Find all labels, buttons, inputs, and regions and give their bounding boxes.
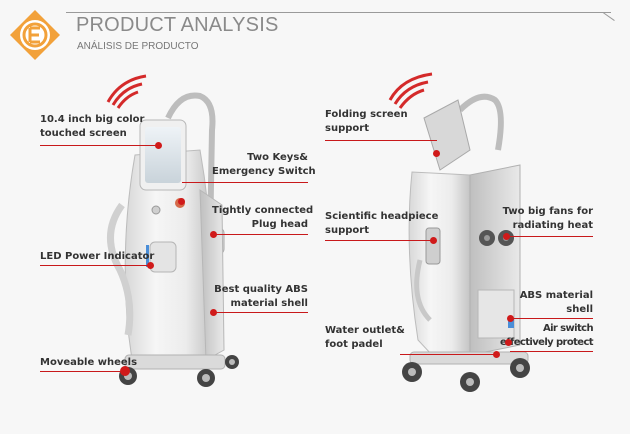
leader-line-abs-material [512,318,593,319]
marker-dot-two-fans [503,233,510,240]
marker-dot-air-switch [505,339,512,346]
label-two-keys-line2: Emergency Switch [212,166,316,177]
label-water-outlet: Water outlet& foot padel [325,324,405,352]
marker-dot-touch-screen [155,142,162,149]
label-water-outlet-line2: foot padel [325,339,383,350]
label-abs-shell: Best quality ABS material shell [212,283,308,311]
label-touch-screen-line2: touched screen [40,128,127,139]
marker-dot-wheels [120,366,130,376]
label-wheels: Moveable wheels [40,356,137,370]
label-air-switch: Air switch effectively protect [500,322,594,350]
label-two-keys-line1: Two Keys& [247,152,308,163]
marker-dot-water-outlet [493,351,500,358]
header-divider [66,12,611,13]
leader-line-water-outlet [400,354,496,355]
right-machine [388,72,530,392]
label-abs-material: ABS material shell [500,289,593,317]
leader-line-two-keys [182,182,308,183]
leader-line-touch-screen [40,145,158,146]
label-plug-head-line1: Tightly connected [212,205,314,216]
left-machine [106,74,239,387]
label-abs-shell-line2: material shell [230,298,308,309]
brand-logo-icon [10,10,60,60]
marker-dot-led-indicator [147,262,154,269]
label-abs-material-line1: ABS material [519,290,593,301]
label-folding-screen: Folding screen support [325,108,408,136]
label-headpiece-support-line1: Scientific headpiece [325,211,439,222]
label-folding-screen-line1: Folding screen [325,109,408,120]
leader-line-plug-head [215,234,308,235]
marker-dot-headpiece-support [430,237,437,244]
marker-dot-abs-material [507,315,514,322]
marker-dot-plug-head [210,231,217,238]
leader-line-wheels [40,371,126,372]
label-touch-screen-line1: 10.4 inch big color [40,114,145,125]
page-title: PRODUCT ANALYSIS [76,14,279,36]
label-two-fans-line2: radiating heat [512,220,593,231]
label-wheels-line1: Moveable wheels [40,357,138,368]
marker-dot-abs-shell [210,309,217,316]
label-headpiece-support: Scientific headpiece support [325,210,438,238]
label-water-outlet-line1: Water outlet& [325,325,405,336]
leader-line-air-switch [510,351,593,352]
label-folding-screen-line2: support [325,123,369,134]
label-abs-material-line2: shell [566,304,593,315]
leader-line-abs-shell [214,312,308,313]
label-plug-head-line2: Plug head [251,219,308,230]
leader-line-headpiece-support [325,240,433,241]
leader-line-led-indicator [40,265,150,266]
label-plug-head: Tightly connected Plug head [212,204,314,232]
label-led-indicator-line1: LED Power Indicator [40,251,155,262]
label-two-keys: Two Keys& Emergency Switch [212,151,316,179]
label-headpiece-support-line2: support [325,225,369,236]
marker-dot-two-keys [178,198,185,205]
label-abs-shell-line1: Best quality ABS [214,284,308,295]
label-air-switch-line1: Air switch [542,323,594,334]
label-two-fans-line1: Two big fans for [502,206,593,217]
label-two-fans: Two big fans for radiating heat [500,205,593,233]
label-touch-screen: 10.4 inch big color touched screen [40,113,144,141]
leader-line-folding-screen [325,140,437,141]
label-led-indicator: LED Power Indicator [40,250,154,264]
label-air-switch-line2: effectively protect [500,337,594,348]
marker-dot-folding-screen [433,150,440,157]
page-subtitle: ANÁLISIS DE PRODUCTO [77,41,199,52]
leader-line-two-fans [507,236,593,237]
